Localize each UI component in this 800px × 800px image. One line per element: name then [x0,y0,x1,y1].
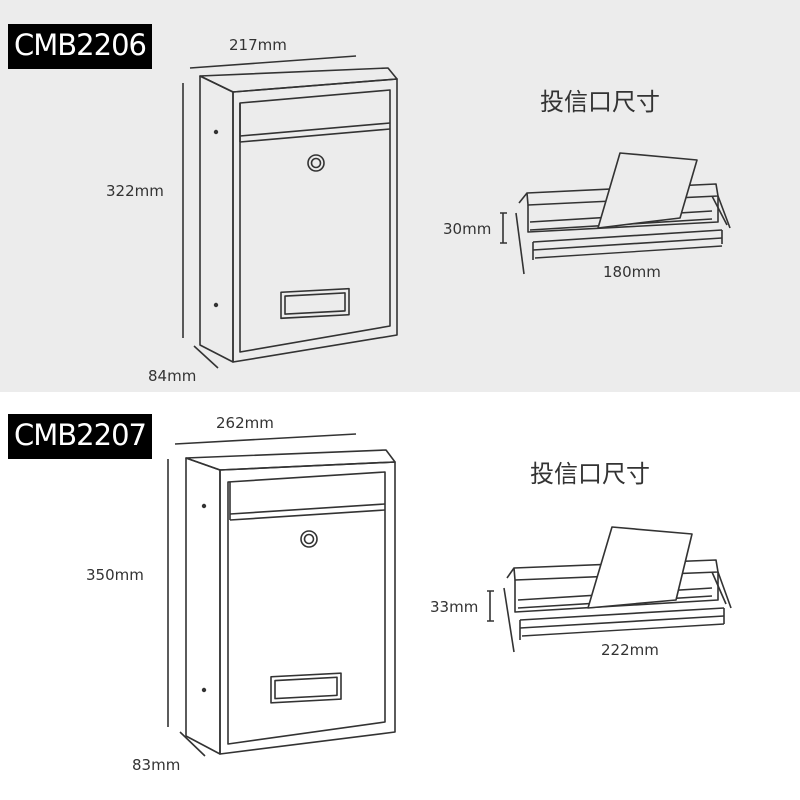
slot-title: 投信口尺寸 [540,88,660,116]
depth-label: 84mm [148,367,196,385]
slot-height-label: 30mm [443,220,491,238]
product-panel-cmb2207: CMB2207 [0,392,800,800]
slot-width-label: 180mm [603,263,661,281]
slot-detail-drawing [500,152,731,275]
depth-label: 83mm [132,756,180,774]
lock-icon [307,154,325,172]
height-label: 322mm [106,182,164,200]
depth-dimension-line [179,731,206,757]
height-label: 350mm [86,566,144,584]
mailbox-outline [185,449,396,755]
slot-width-dimension-line [521,623,725,637]
product-panel-cmb2206: CMB2206 [0,0,800,392]
slot-height-label: 33mm [430,598,478,616]
slot-width-label: 222mm [601,641,659,659]
width-label: 262mm [216,414,274,432]
depth-dimension-line [193,345,219,369]
width-dimension-line [174,433,357,445]
width-dimension-line [189,55,357,69]
slot-width-dimension-line [534,245,723,259]
screw-hole [201,503,207,509]
model-badge: CMB2206 [8,24,152,69]
lock-icon [300,530,318,548]
screw-hole [213,129,219,135]
slot-detail-drawing [487,526,732,653]
mailbox-diagram: 217mm 322mm 84mm 投信口尺寸 30mm 180mm [106,36,731,385]
mailbox-diagram: 262mm 350mm 83mm 投信口尺寸 33mm 222mm [86,414,732,774]
screw-hole [213,302,219,308]
slot-title: 投信口尺寸 [530,460,650,488]
model-badge: CMB2207 [8,414,152,459]
mailbox-outline [199,67,398,363]
screw-hole [201,687,207,693]
width-label: 217mm [229,36,287,54]
